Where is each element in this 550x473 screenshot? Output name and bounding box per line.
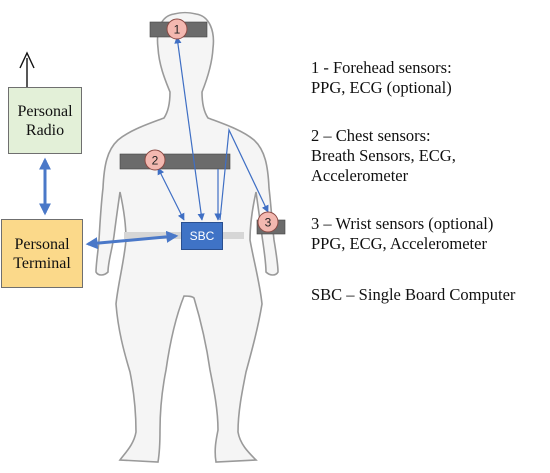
sensor-connections xyxy=(157,36,269,221)
legend-sbc: SBC – Single Board Computer xyxy=(311,285,515,305)
legend-forehead-detail: PPG, ECG (optional) xyxy=(311,78,452,97)
marker-2-label: 2 xyxy=(152,154,159,168)
marker-1: 1 xyxy=(166,18,188,40)
legend-wrist-sensors: 3 – Wrist sensors (optional) PPG, ECG, A… xyxy=(311,214,493,254)
personal-radio-box: Personal Radio xyxy=(8,87,82,154)
legend-forehead-title: 1 - Forehead sensors: xyxy=(311,58,452,77)
legend-wrist-detail: PPG, ECG, Accelerometer xyxy=(311,234,487,253)
personal-radio-line1: Personal xyxy=(17,102,73,120)
personal-terminal-box: Personal Terminal xyxy=(1,219,83,288)
legend-chest-detail-1: Breath Sensors, ECG, xyxy=(311,146,456,165)
personal-radio-line2: Radio xyxy=(25,121,65,139)
legend-forehead-sensors: 1 - Forehead sensors: PPG, ECG (optional… xyxy=(311,58,452,98)
personal-terminal-line2: Terminal xyxy=(13,254,71,272)
legend-chest-detail-2: Accelerometer xyxy=(311,166,409,185)
antenna-arrow xyxy=(19,51,35,87)
forehead-to-sbc-arrow xyxy=(174,36,205,221)
marker-3-label: 3 xyxy=(265,216,272,230)
marker-3: 3 xyxy=(257,211,279,233)
legend-wrist-title: 3 – Wrist sensors (optional) xyxy=(311,214,494,233)
legend-sbc-text: SBC – Single Board Computer xyxy=(311,285,516,304)
legend-chest-title: 2 – Chest sensors: xyxy=(311,126,431,145)
marker2-to-sbc-arrow xyxy=(157,167,185,221)
marker-2: 2 xyxy=(144,149,166,171)
marker-1-label: 1 xyxy=(174,23,181,37)
device-connections xyxy=(39,157,179,250)
legend-chest-sensors: 2 – Chest sensors: Breath Sensors, ECG, … xyxy=(311,126,456,186)
sbc-to-wrist-arrow xyxy=(219,127,269,221)
chest-sensor-band xyxy=(119,153,231,170)
terminal-sbc-arrow xyxy=(85,230,179,250)
sbc-box: SBC xyxy=(181,222,223,250)
personal-terminal-line1: Personal xyxy=(14,235,70,253)
